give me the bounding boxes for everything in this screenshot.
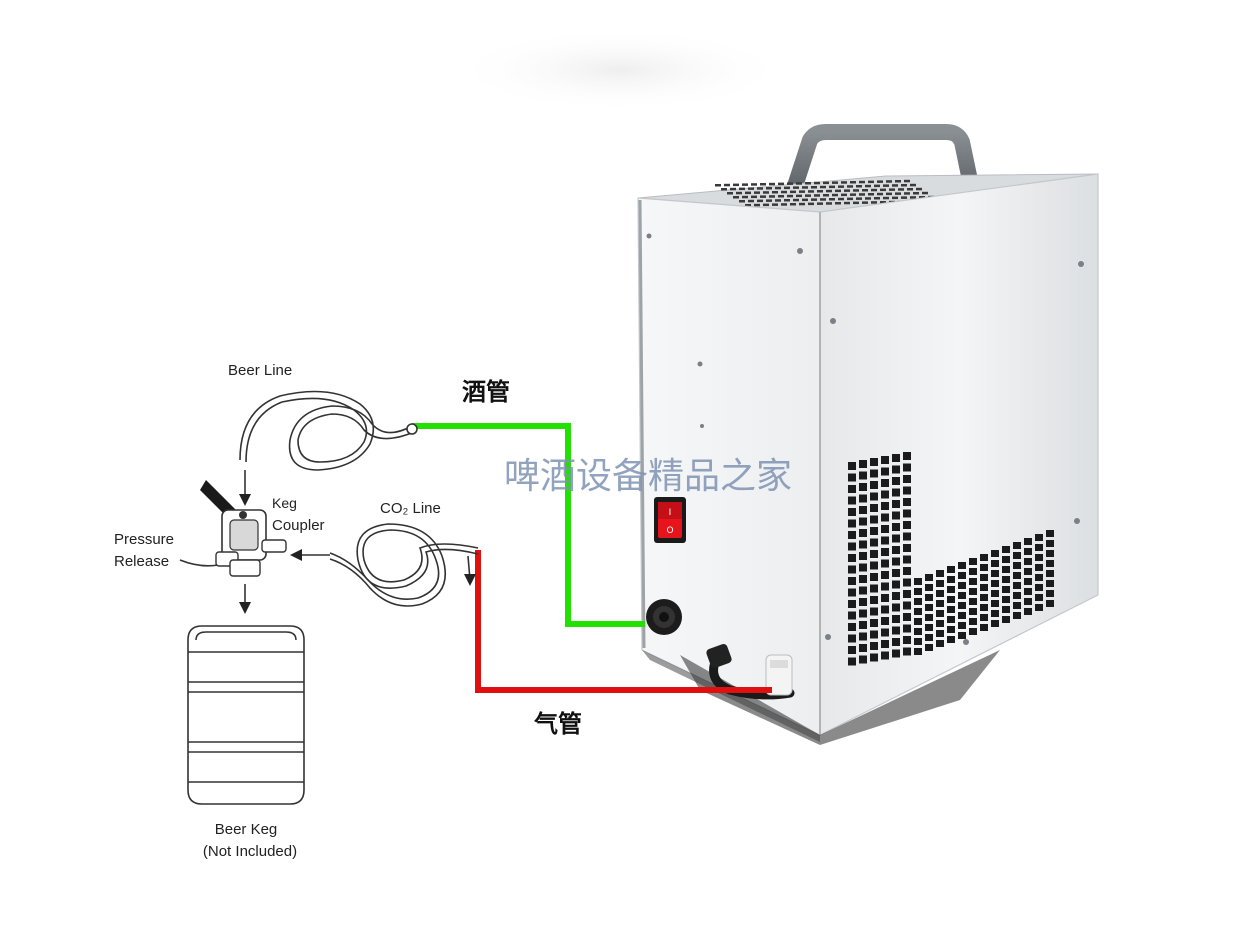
carry-handle — [787, 124, 980, 192]
pressure-release-label-1: Pressure — [114, 531, 174, 548]
gas-pipe-line — [475, 550, 772, 693]
co2-line-label: CO₂ Line — [380, 500, 441, 517]
pressure-release-label-2: Release — [114, 553, 169, 570]
beer-outlet-fitting — [646, 599, 682, 635]
beer-line-label: Beer Line — [228, 362, 292, 379]
svg-text:O: O — [666, 526, 673, 536]
keg-coupler-icon — [200, 480, 287, 577]
beer-line-coil — [239, 390, 418, 471]
gas-pipe-cn-label: 气管 — [533, 710, 582, 738]
beer-pipe-cn-label: 酒管 — [462, 378, 510, 406]
gas-inlet-fitting — [765, 654, 793, 696]
watermark-text: 啤酒设备精品之家 — [504, 456, 792, 497]
beer-pipe-line — [412, 423, 645, 627]
svg-text:I: I — [669, 508, 672, 518]
keg-coupler-label-1: Keg — [272, 495, 297, 511]
co2-line-coil — [329, 523, 479, 607]
beer-keg-label-1: Beer Keg — [215, 821, 278, 838]
side-vent-grille — [848, 452, 1054, 666]
beer-keg-icon — [187, 625, 305, 805]
keg-coupler-label-2: Coupler — [272, 517, 325, 534]
keg-diagram — [179, 390, 479, 614]
screws — [646, 233, 1084, 645]
beer-keg-label-2: (Not Included) — [203, 843, 297, 860]
power-switch-icon[interactable]: I O — [654, 497, 686, 543]
background-smudge — [450, 28, 790, 112]
cooler-unit: I O — [637, 124, 1099, 745]
